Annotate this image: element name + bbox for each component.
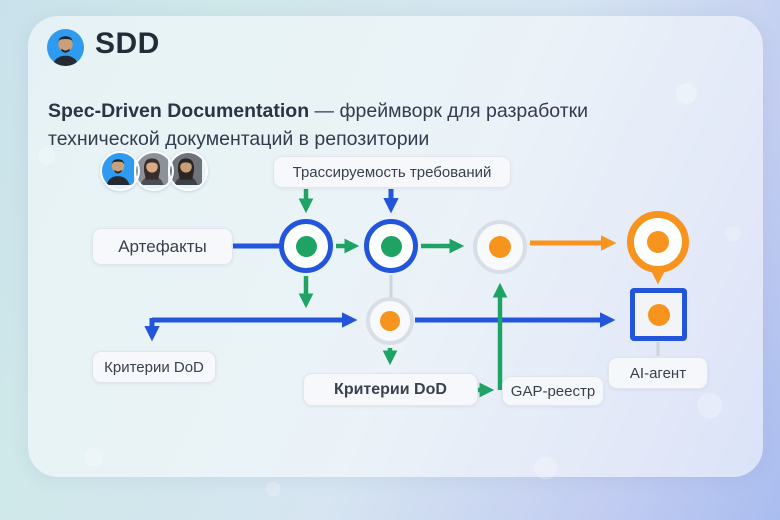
label-dod-criteria-center: Критерии DoD [303,373,478,406]
avatar [134,151,174,191]
subtitle-strong: Spec-Driven Documentation [48,99,310,122]
node-ai-agent [630,288,687,341]
label-artifacts: Артефакты [92,228,233,265]
male-avatar-icon [102,153,134,185]
app-avatar [47,29,84,66]
team-avatars [100,151,208,191]
label-gap-registry: GAP-реестр [502,376,604,406]
male-avatar-icon [47,29,84,66]
green-dot [380,235,402,257]
label-traceability: Трассируемость требований [273,156,511,188]
node-result [627,211,689,273]
orange-dot [647,303,670,326]
page-subtitle: Spec-Driven Documentation — фреймворк дл… [48,97,660,153]
green-dot [295,235,317,257]
node-check-1 [473,220,527,274]
orange-dot [489,236,511,258]
avatar [168,151,208,191]
label-dod-criteria-left: Критерии DoD [92,351,216,383]
female-avatar-icon-2 [170,153,202,185]
orange-dot [380,311,400,331]
node-artifact-1 [279,219,333,273]
orange-dot [647,231,669,253]
subtitle-rest: — фреймворк для разработки технической д… [48,99,589,150]
female-avatar-icon [136,153,168,185]
node-check-2 [366,297,414,345]
node-artifact-2 [364,219,418,273]
avatar [100,151,140,191]
label-ai-agent: AI-агент [608,357,708,389]
page-title: SDD [95,27,160,60]
